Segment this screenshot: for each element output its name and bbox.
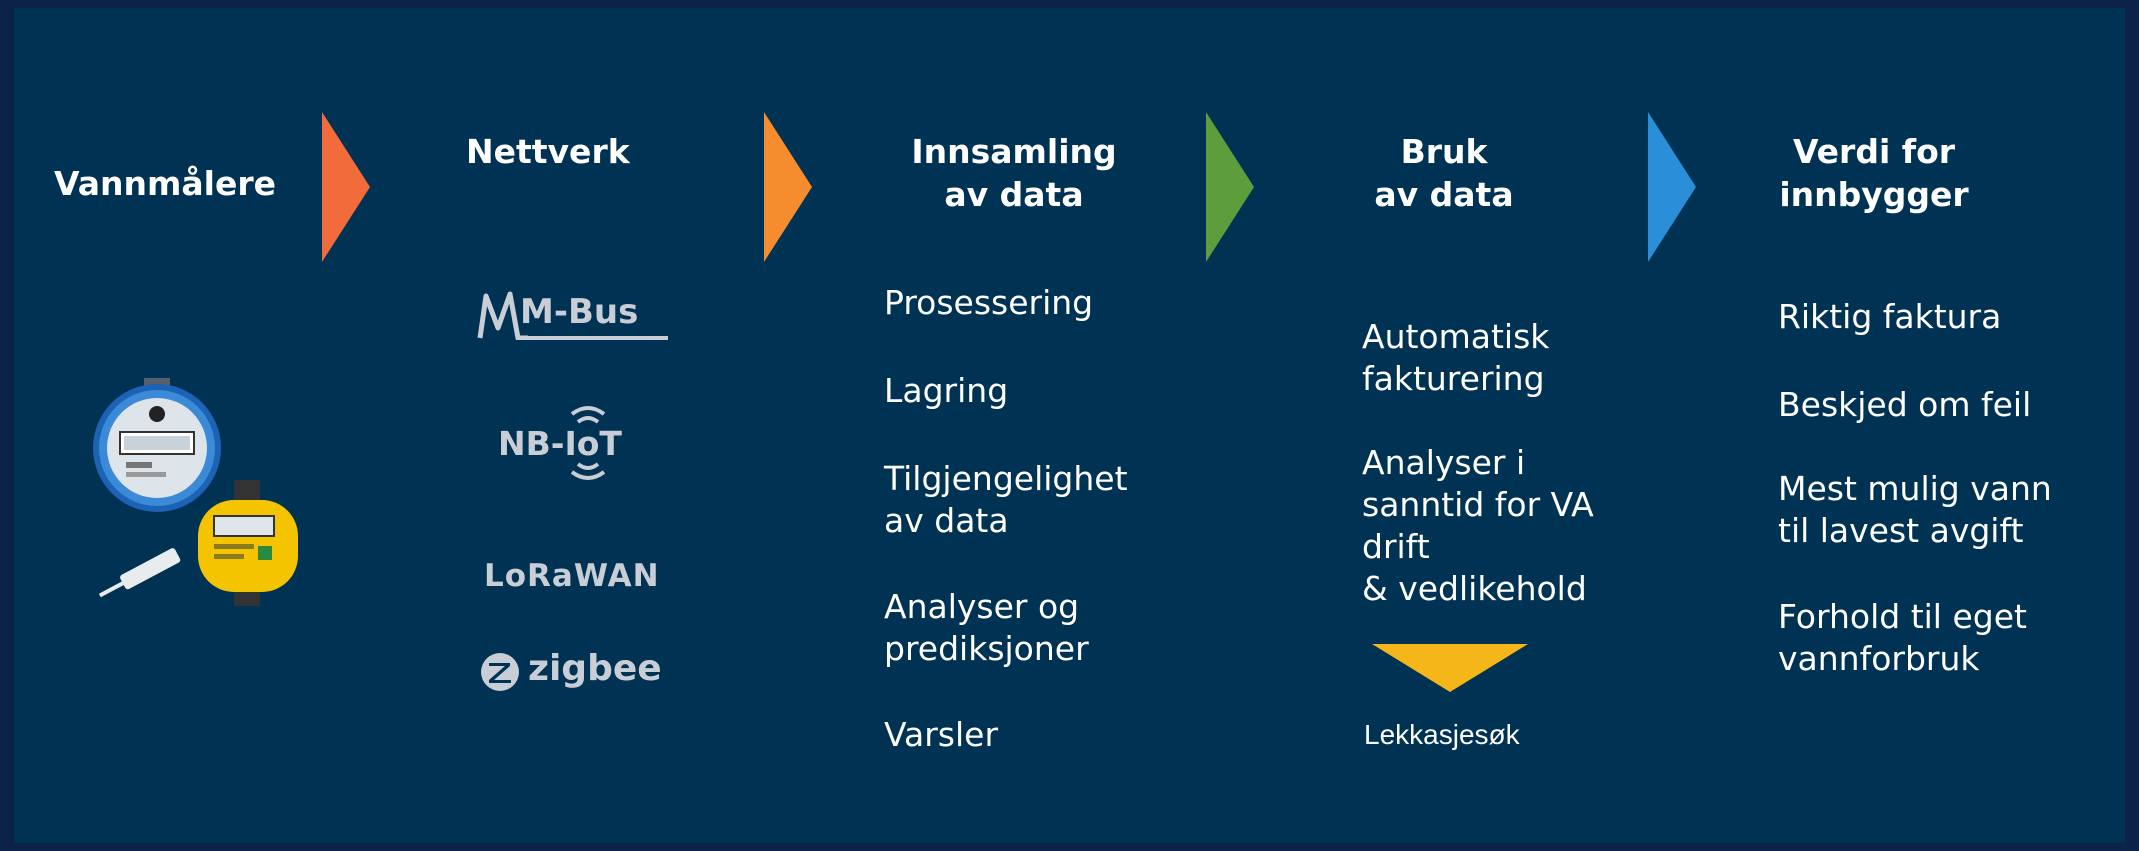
mbus-icon xyxy=(477,291,528,340)
arrow-right-icon xyxy=(764,112,812,262)
signal-waves-icon xyxy=(570,406,606,480)
arrow-right-icon xyxy=(1648,112,1696,262)
list-item-beskjed-om-feil: Beskjed om feil xyxy=(1778,385,2032,424)
heading-bruk-av-data: Bruk av data xyxy=(1374,132,1514,214)
nbiot-logo: NB-IoT xyxy=(498,398,658,488)
lorawan-logo: LoRaWAN xyxy=(484,558,660,594)
mbus-underline xyxy=(520,336,668,340)
water-meters-image xyxy=(93,378,298,606)
heading-verdi-for-innbygger: Verdi for innbygger xyxy=(1779,132,1969,214)
arrow-down-icon xyxy=(1372,644,1528,692)
slide: Vannmålere Nettverk xyxy=(14,8,2125,843)
list-item-lekkasjesok: Lekkasjesøk xyxy=(1364,719,1520,750)
mbus-logo-text: M-Bus xyxy=(520,292,639,332)
list-item-varsler: Varsler xyxy=(884,715,999,754)
list-item-tilgjengelighet: Tilgjengelighet av data xyxy=(884,459,1128,540)
list-item-riktig-faktura: Riktig faktura xyxy=(1778,297,2002,336)
list-item-prosessering: Prosessering xyxy=(884,283,1094,322)
zigbee-logo-text: zigbee xyxy=(528,648,662,689)
list-item-analyser-sanntid: Analyser i sanntid for VA drift & vedlik… xyxy=(1362,443,1594,608)
arrow-right-icon xyxy=(322,112,370,262)
arrow-right-icon xyxy=(1206,112,1254,262)
nbiot-logo-text: NB-IoT xyxy=(498,424,622,463)
list-item-automatisk-fakturering: Automatisk fakturering xyxy=(1362,317,1550,398)
heading-innsamling-av-data: Innsamling av data xyxy=(911,132,1117,214)
heading-vannmalere: Vannmålere xyxy=(54,164,276,203)
list-item-lagring: Lagring xyxy=(884,371,1009,410)
zigbee-logo: zigbee xyxy=(480,648,680,698)
list-item-mest-mulig-vann: Mest mulig vann til lavest avgift xyxy=(1778,469,2052,550)
zigbee-icon xyxy=(481,653,519,691)
heading-nettverk: Nettverk xyxy=(466,132,630,171)
list-item-forhold-vannforbruk: Forhold til eget vannforbruk xyxy=(1778,597,2027,678)
mbus-logo: M-Bus xyxy=(476,286,676,346)
list-item-analyser-prediksjoner: Analyser og prediksjoner xyxy=(884,587,1089,668)
